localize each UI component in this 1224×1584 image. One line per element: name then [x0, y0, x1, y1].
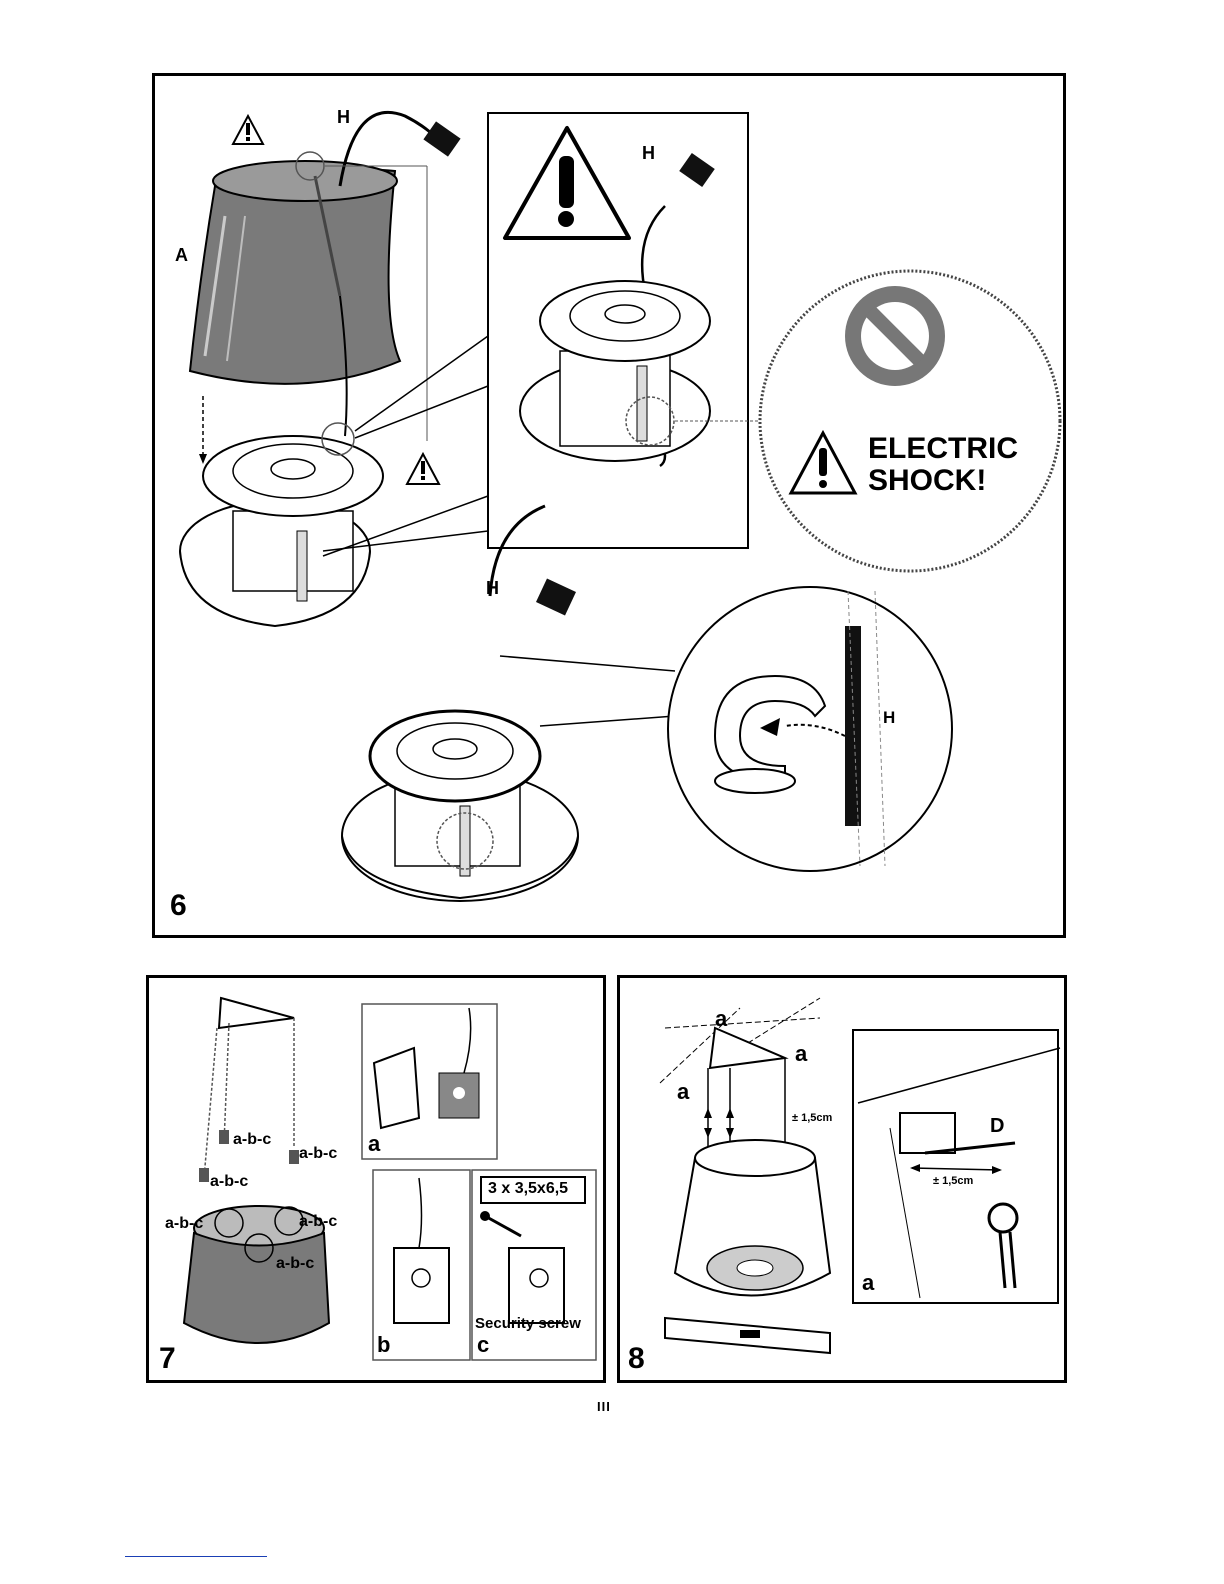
chimney-hood [675, 1140, 830, 1296]
screw-spec-text: 3 x 3,5x6,5 [488, 1181, 568, 1197]
security-screw-text: Security screw [475, 1316, 581, 1331]
inset-a-label: a [862, 1272, 874, 1294]
cable-label-top: H [337, 108, 350, 126]
clip-label-4: a-b-c [165, 1216, 203, 1232]
inset-a-box [853, 1030, 1058, 1303]
bracket-label-top: a [715, 1008, 727, 1030]
figure-7-number: 7 [159, 1344, 176, 1374]
cable-label-lower: H [486, 579, 499, 597]
plug-top [423, 121, 460, 156]
electric-shock-text-line1: ELECTRIC [868, 434, 1018, 464]
bracket-label-left: a [677, 1081, 689, 1103]
clip-label-1: a-b-c [233, 1132, 271, 1148]
clip-label-3: a-b-c [210, 1174, 248, 1190]
shade-label: A [175, 246, 188, 264]
inset-b-label: b [377, 1334, 390, 1356]
detail-d-label: D [990, 1116, 1004, 1136]
inset-a-label: a [368, 1133, 380, 1155]
page-number: III [597, 1399, 611, 1414]
warning-small-icon-top [233, 116, 263, 144]
figure-6-number: 6 [170, 891, 187, 921]
prohibited-icon [845, 286, 945, 386]
figure-8-panel: a a a ± 1,5cm ± 1,5cm D a 8 [617, 975, 1067, 1383]
spirit-level [665, 1318, 830, 1353]
ceiling-base-assembly [180, 436, 383, 626]
cable-label-detail: H [883, 709, 895, 726]
figure-8-number: 8 [628, 1344, 645, 1374]
clip-label-6: a-b-c [276, 1256, 314, 1272]
clip-label-2: a-b-c [299, 1146, 337, 1162]
lower-base-assembly [342, 711, 578, 901]
tolerance-label-inset: ± 1,5cm [933, 1176, 973, 1187]
lamp-shade [190, 161, 400, 384]
cable-label-inset: H [642, 144, 655, 162]
inset-c-label: c [477, 1334, 489, 1356]
cable-clip-detail-circle [668, 587, 952, 871]
clip-label-5: a-b-c [299, 1214, 337, 1230]
figure-8-drawing [620, 978, 1070, 1386]
ceiling-bracket-triangle [199, 998, 299, 1182]
figure-6-panel: A H H H H ELECTRIC SHOCK! 6 [152, 73, 1066, 938]
bracket-label-right: a [795, 1043, 807, 1065]
warning-small-icon-middle [407, 454, 439, 484]
figure-6-drawing [155, 76, 1069, 941]
electric-shock-text-line2: SHOCK! [868, 466, 986, 496]
figure-7-panel: a-b-c a-b-c a-b-c a-b-c a-b-c a-b-c a b … [146, 975, 606, 1383]
footer-rule [125, 1556, 267, 1557]
tolerance-label-main: ± 1,5cm [792, 1113, 832, 1124]
